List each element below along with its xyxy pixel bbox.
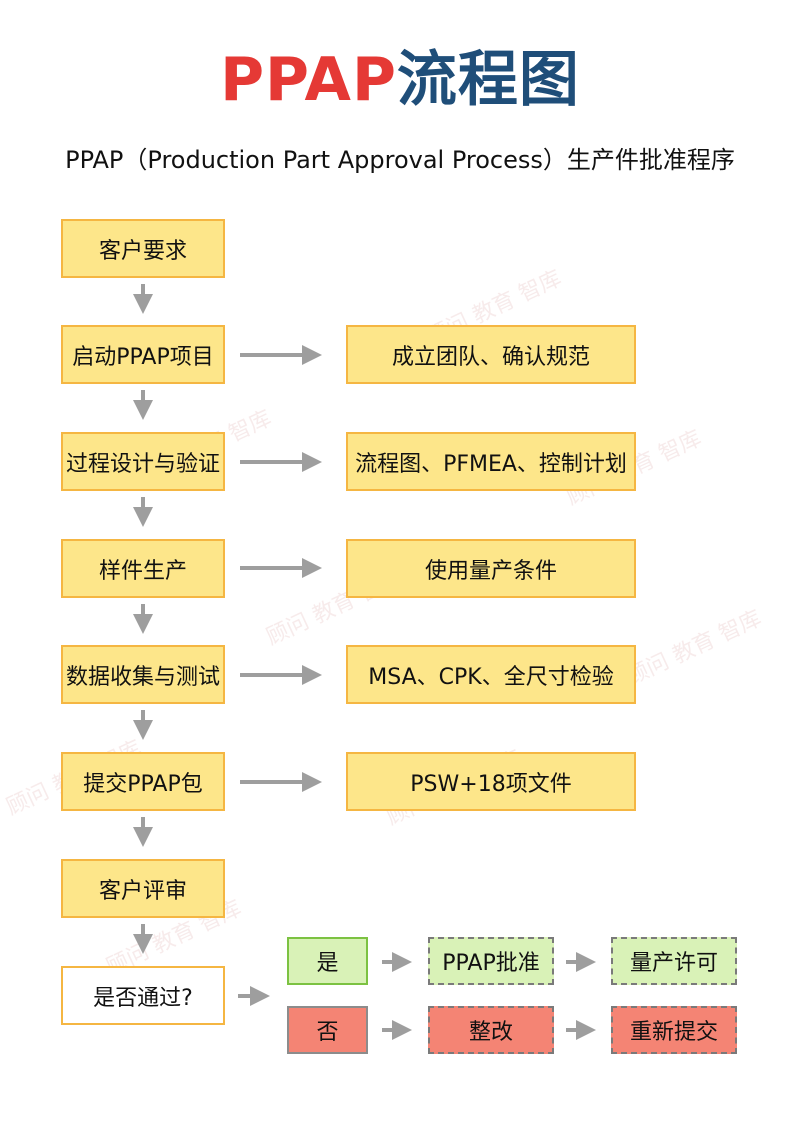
subtitle: PPAP（Production Part Approval Process）生产… [65,146,735,174]
no-label: 否 [287,1006,368,1054]
step-submit-ppap: 提交PPAP包 [61,752,225,811]
step-start-ppap-project: 启动PPAP项目 [61,325,225,384]
page-title: PPAP流程图 [0,42,800,118]
resubmit: 重新提交 [611,1006,737,1054]
title-flowchart: 流程图 [396,45,580,115]
note-psw-documents: PSW+18项文件 [346,752,636,811]
step-sample-production: 样件生产 [61,539,225,598]
step-customer-review: 客户评审 [61,859,225,918]
yes-label: 是 [287,937,368,985]
mass-production-permit: 量产许可 [611,937,737,985]
note-flowchart-pfmea: 流程图、PFMEA、控制计划 [346,432,636,491]
decision-passed: 是否通过? [61,966,225,1025]
title-ppap: PPAP [220,45,397,115]
note-team-spec: 成立团队、确认规范 [346,325,636,384]
step-process-design: 过程设计与验证 [61,432,225,491]
step-customer-requirements: 客户要求 [61,219,225,278]
rectification: 整改 [428,1006,554,1054]
step-data-collection: 数据收集与测试 [61,645,225,704]
note-mass-production-conditions: 使用量产条件 [346,539,636,598]
note-msa-cpk: MSA、CPK、全尺寸检验 [346,645,636,704]
ppap-approved: PPAP批准 [428,937,554,985]
